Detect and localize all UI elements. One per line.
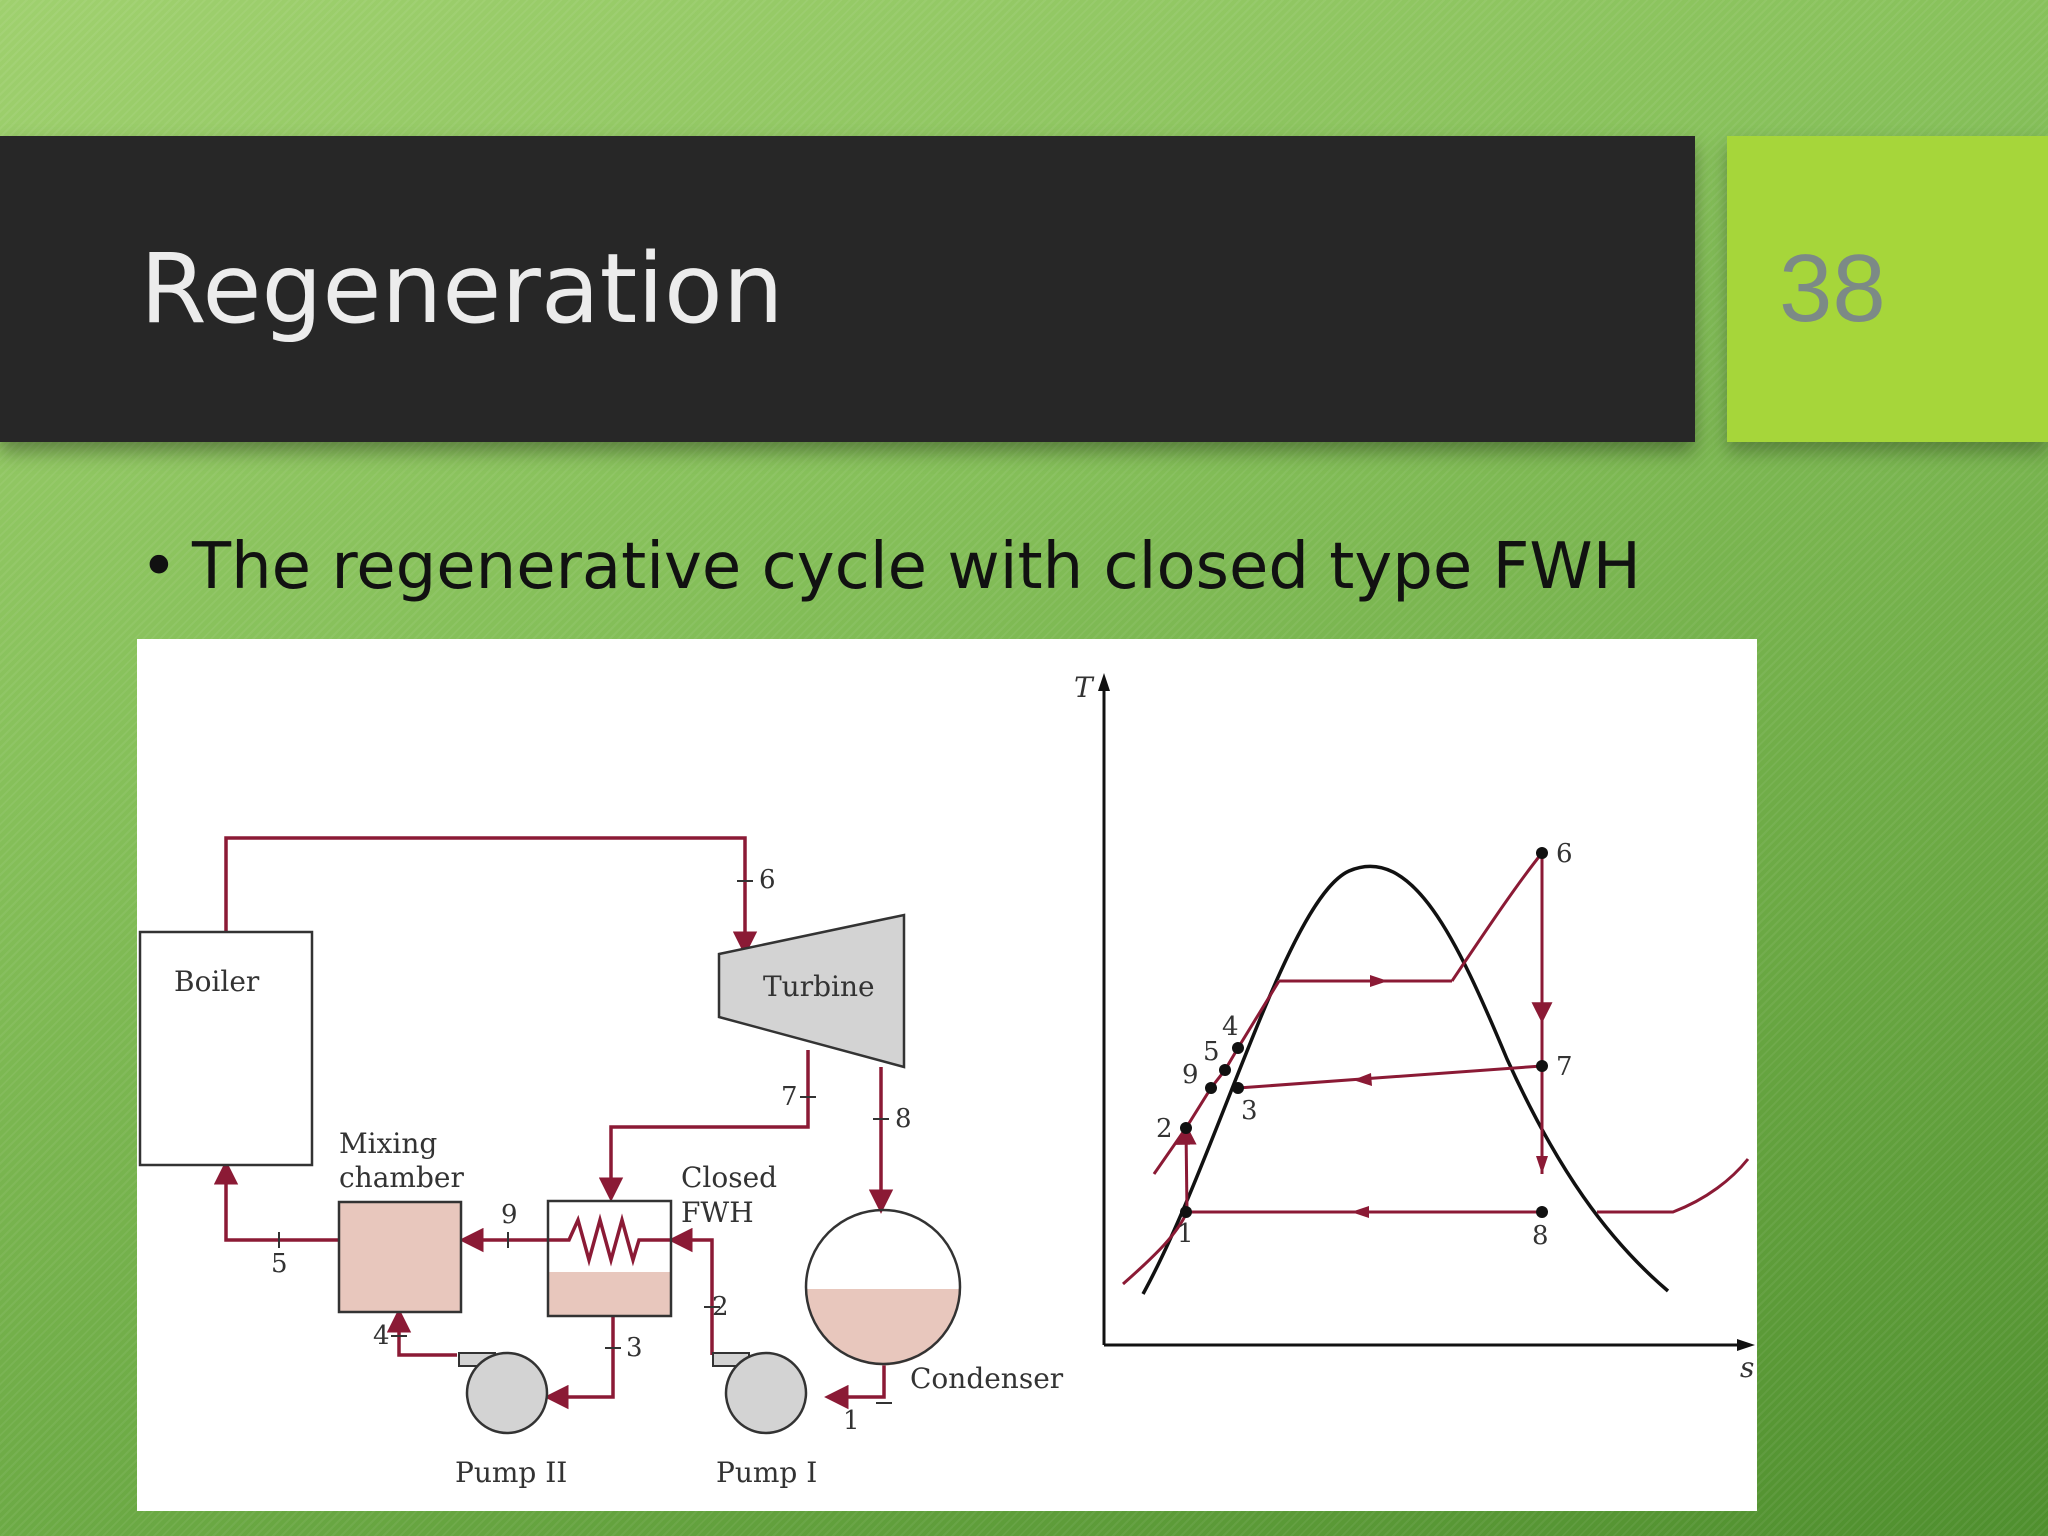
- arrow-bleed: [1353, 1073, 1372, 1086]
- superheat-line: [1450, 852, 1544, 982]
- pipe-3: [544, 1316, 615, 1410]
- bleed-line-7-3: [1237, 1064, 1543, 1090]
- sch-state-1: 1: [843, 1406, 860, 1436]
- bullet-text: The regenerative cycle with closed type …: [192, 530, 1641, 604]
- sch-state-6: 6: [759, 865, 776, 895]
- t-axis-arrow: [1098, 673, 1110, 691]
- ts-point-5: [1219, 1064, 1231, 1076]
- slide-title: Regeneration: [140, 233, 784, 345]
- pipe-4: [386, 1308, 457, 1357]
- sch-state-7: 7: [781, 1082, 798, 1112]
- figure-panel: Boiler Turbine Mixing chamber Closed FWH…: [137, 639, 1757, 1511]
- turbine-label: Turbine: [763, 970, 875, 1003]
- pump-2-label: Pump II: [455, 1456, 567, 1489]
- vapor-extension: [1597, 1158, 1750, 1214]
- ts-point-9: [1205, 1082, 1217, 1094]
- condenser: [804, 1208, 962, 1366]
- ts-point-6: [1536, 847, 1548, 859]
- cycle-figure: Boiler Turbine Mixing chamber Closed FWH…: [138, 671, 1755, 1489]
- ts-point-4: [1232, 1042, 1244, 1054]
- pump-2: [458, 1351, 549, 1435]
- mixing-chamber-box: [337, 1200, 463, 1314]
- arrow-evaporation: [1370, 975, 1388, 987]
- sch-state-4: 4: [373, 1321, 390, 1351]
- sch-state-3: 3: [626, 1333, 643, 1363]
- ts-point-2: [1180, 1122, 1192, 1134]
- pipe-7: [598, 1050, 810, 1202]
- condenser-label: Condenser: [910, 1362, 1064, 1395]
- ts-label-6: 6: [1556, 839, 1573, 869]
- ts-label-2: 2: [1156, 1114, 1173, 1144]
- liquid-heating-2-9: [1152, 980, 1281, 1175]
- fwh-label-1: Closed: [681, 1161, 777, 1194]
- pipe-2: [668, 1227, 714, 1355]
- ts-label-9: 9: [1182, 1060, 1199, 1090]
- ts-point-3: [1232, 1082, 1244, 1094]
- saturation-dome: [1141, 864, 1670, 1295]
- state-ticks: [278, 880, 892, 1404]
- mixing-chamber-label-1: Mixing: [339, 1127, 437, 1160]
- title-bar: Regeneration: [0, 136, 1695, 442]
- t-axis-label: T: [1074, 671, 1095, 704]
- mixing-chamber-label-2: chamber: [339, 1161, 464, 1194]
- s-axis-label: s: [1740, 1351, 1754, 1384]
- fwh-box: [546, 1199, 673, 1318]
- ts-label-4: 4: [1222, 1012, 1239, 1042]
- ts-diagram: T s: [1074, 671, 1755, 1384]
- pipe-6: [224, 836, 758, 956]
- pump-1: [712, 1351, 808, 1435]
- ts-point-8: [1536, 1206, 1548, 1218]
- bullet-icon: •: [140, 530, 178, 604]
- pipe-1: [824, 1363, 886, 1410]
- ts-point-7: [1536, 1060, 1548, 1072]
- sch-state-9: 9: [501, 1200, 518, 1230]
- turbine-shape: [717, 913, 906, 1069]
- sch-state-2: 2: [712, 1292, 729, 1322]
- pump-line-1-2: [1175, 1123, 1197, 1213]
- ts-point-1: [1180, 1206, 1192, 1218]
- slide-number: 38: [1779, 235, 1886, 342]
- pipe-5: [213, 1160, 339, 1242]
- condenser-liquid: [807, 1289, 960, 1366]
- ts-label-8: 8: [1532, 1221, 1549, 1251]
- sch-state-5: 5: [271, 1249, 288, 1279]
- pump-1-label: Pump I: [716, 1456, 817, 1489]
- schematic: [213, 836, 894, 1410]
- slide-number-box: 38: [1727, 136, 2048, 442]
- s-axis-arrow: [1737, 1339, 1755, 1351]
- fwh-label-2: FWH: [681, 1196, 754, 1229]
- bullet-item: •The regenerative cycle with closed type…: [140, 530, 1641, 604]
- ts-label-3: 3: [1241, 1096, 1258, 1126]
- ts-label-7: 7: [1556, 1052, 1573, 1082]
- boiler-label: Boiler: [174, 965, 260, 998]
- fwh-coil: [547, 1213, 673, 1267]
- arrow-condensation: [1351, 1206, 1369, 1218]
- ts-label-5: 5: [1203, 1037, 1220, 1067]
- fwh-liquid: [549, 1272, 670, 1316]
- boiler-box: [138, 930, 314, 1167]
- sch-state-8: 8: [895, 1104, 912, 1134]
- compressed-liquid-line: [1122, 1211, 1189, 1286]
- ts-label-1: 1: [1177, 1219, 1194, 1249]
- arrow-expansion-lower: [1536, 1156, 1548, 1174]
